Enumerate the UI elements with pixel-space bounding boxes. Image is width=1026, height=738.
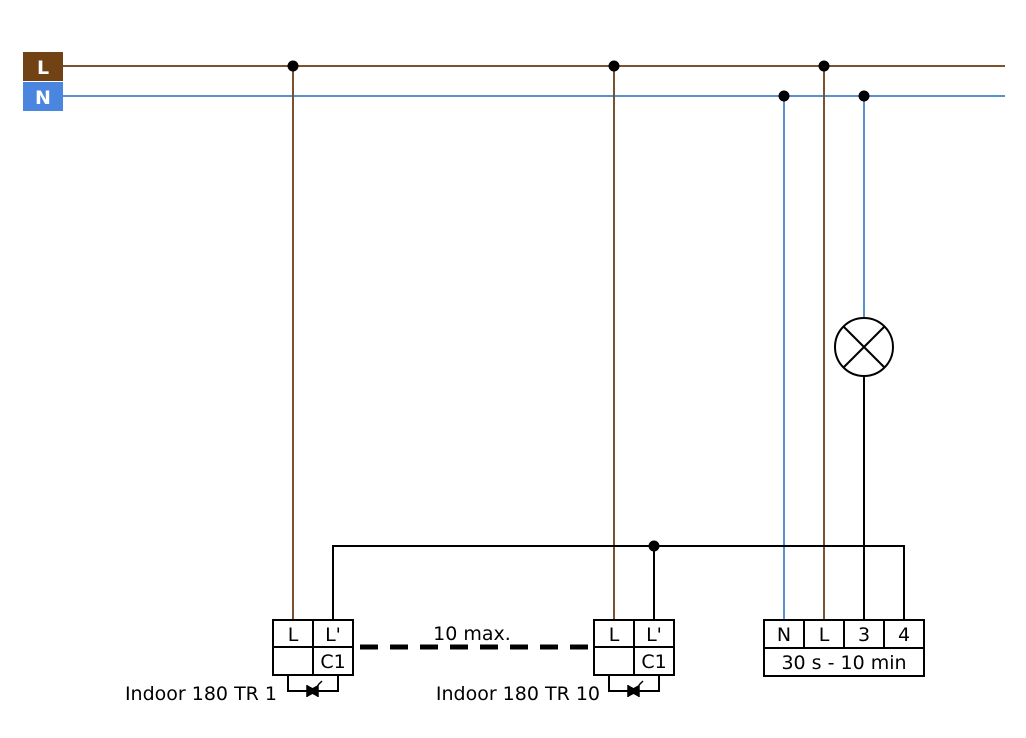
junction-dot — [778, 90, 790, 102]
live-rail-label: L — [37, 57, 49, 79]
detector-10-name: Indoor 180 TR 10 — [436, 683, 600, 705]
timer-terminal-l: L — [819, 624, 830, 646]
supply-rails: L N — [23, 52, 1005, 111]
triac-icon — [287, 675, 339, 697]
junctions — [287, 60, 870, 552]
control-bus — [332, 545, 905, 620]
timer-terminal-4: 4 — [898, 624, 910, 646]
timer-terminal-n: N — [777, 624, 791, 646]
detector-1-terminal-l-prime: L' — [325, 624, 341, 646]
detector-10-terminal-l-prime: L' — [646, 624, 662, 646]
lamp-icon — [834, 317, 894, 377]
detector-1-name: Indoor 180 TR 1 — [125, 683, 277, 705]
detector-10-terminal-l: L — [609, 624, 620, 646]
neutral-rail-label: N — [35, 87, 51, 109]
detector-1-terminal-c1: C1 — [320, 651, 345, 673]
junction-dot — [608, 60, 620, 72]
detector-1: L L' C1 Indoor 180 TR 1 — [125, 619, 354, 705]
timer-terminal-3: 3 — [858, 624, 870, 646]
detector-10-terminal-c1: C1 — [641, 651, 666, 673]
timer-module: N L 3 4 30 s - 10 min — [763, 619, 925, 677]
supply-drops — [292, 66, 865, 620]
junction-dot — [287, 60, 299, 72]
detector-10: L L' C1 Indoor 180 TR 10 — [436, 619, 675, 705]
neutral-rail-badge — [23, 82, 63, 111]
timer-range-label: 30 s - 10 min — [781, 652, 906, 674]
junction-dot — [858, 90, 870, 102]
junction-dot — [818, 60, 830, 72]
live-rail-badge — [23, 52, 63, 81]
detector-1-terminal-l: L — [288, 624, 299, 646]
chain-max-label: 10 max. — [433, 623, 511, 645]
triac-icon — [608, 675, 660, 697]
